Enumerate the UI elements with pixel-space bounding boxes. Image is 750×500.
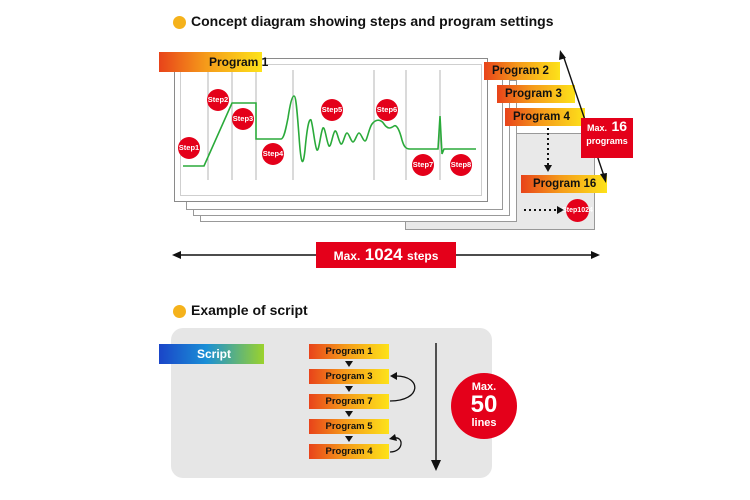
script-line-2: Program 3 [309,369,389,384]
script-line-1: Program 1 [309,344,389,359]
script-line-5: Program 4 [309,444,389,459]
concept-heading: Concept diagram showing steps and progra… [191,13,554,29]
max-lines-badge: Max. 50 lines [451,373,517,439]
max-steps-badge: Max. 1024 steps [316,242,456,268]
program-4-label: Program 4 [505,108,585,126]
script-line-4: Program 5 [309,419,389,434]
max-programs-badge: Max. 16 programs [581,118,633,158]
script-line-3: Program 7 [309,394,389,409]
program-3-label: Program 3 [497,85,575,103]
script-heading-bullet-icon [173,305,186,318]
program-16-label: Program 16 [521,175,607,193]
heading-bullet-icon [173,16,186,29]
program-card-1 [174,58,488,202]
script-label: Script [159,344,264,364]
program-2-label: Program 2 [484,62,560,80]
script-heading: Example of script [191,302,308,318]
program-1-label: Program 1 [159,52,268,72]
